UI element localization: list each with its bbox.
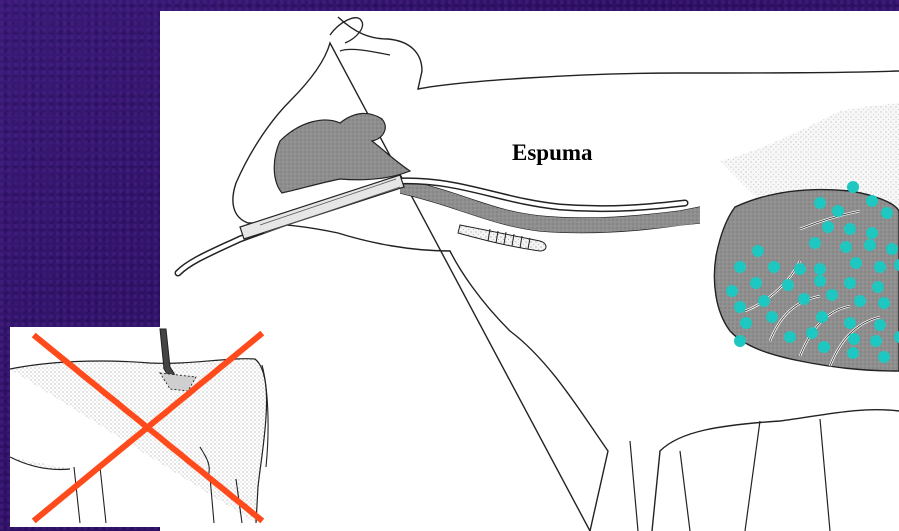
foam-label: Espuma [512, 140, 593, 166]
cow-legs [630, 419, 830, 531]
inset-cow-body [10, 359, 267, 523]
trocar-inset-illustration [10, 327, 273, 527]
cow-trocar-diagram [10, 327, 273, 527]
cow-ear [330, 18, 390, 55]
